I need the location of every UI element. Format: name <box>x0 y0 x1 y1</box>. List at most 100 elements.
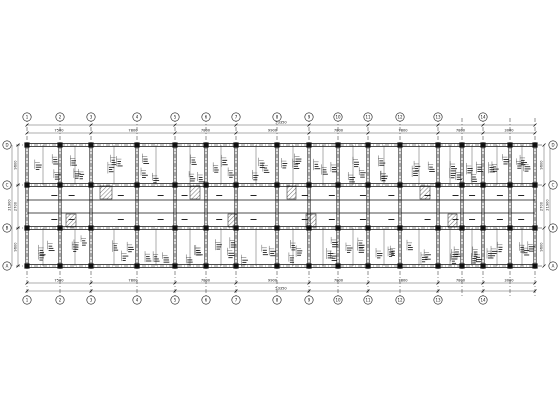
rebar-text <box>358 244 365 246</box>
beam-label <box>117 219 124 220</box>
rebar-text <box>314 168 321 170</box>
rebar-text <box>79 176 84 178</box>
rebar-text <box>190 178 196 180</box>
rebar-text <box>242 259 248 261</box>
rebar-text <box>143 163 150 164</box>
rebar-text <box>74 173 81 175</box>
rebar-text <box>327 255 332 257</box>
rebar-text <box>360 176 365 178</box>
rebar-text <box>331 255 337 257</box>
rebar-text <box>492 168 499 170</box>
rebar-text <box>413 175 419 177</box>
axis-label-top: 12 <box>397 114 403 119</box>
rebar-text <box>154 256 158 258</box>
axis-label-bottom: 6 <box>205 297 208 302</box>
rebar-text <box>517 163 524 165</box>
right-dimension-value: 9600 <box>540 242 544 252</box>
rebar-text <box>54 176 60 178</box>
hatched-opening <box>65 213 77 228</box>
dim-tick <box>542 264 546 268</box>
column <box>397 225 403 231</box>
rebar-text <box>346 251 351 253</box>
rebar-text <box>163 259 170 261</box>
axis-bubble-top <box>86 112 96 122</box>
axis-bubble-bottom <box>478 295 488 305</box>
dim-tick <box>481 289 485 293</box>
rebar-text <box>73 250 77 252</box>
rebar-text <box>322 169 327 171</box>
axis-label-top: 8 <box>276 114 279 119</box>
column <box>233 263 239 269</box>
rebar-text <box>71 162 76 164</box>
rebar-text <box>282 167 287 169</box>
axis-label-top: 3 <box>90 114 93 119</box>
rebar-text <box>113 249 119 251</box>
rebar-text <box>39 254 46 256</box>
rebar-text <box>282 163 288 164</box>
rebar-text <box>477 171 484 172</box>
column <box>172 182 178 188</box>
axis-bubble-bottom <box>231 295 241 305</box>
column <box>480 142 486 148</box>
rebar-text <box>327 257 334 259</box>
rebar-text <box>415 170 420 172</box>
top-dimension-value: 7800 <box>398 129 408 133</box>
rebar-text <box>153 180 160 182</box>
column <box>532 263 538 269</box>
rebar-text <box>524 252 528 254</box>
rebar-text <box>216 246 222 248</box>
rebar-text <box>143 160 148 162</box>
rebar-text <box>262 249 267 251</box>
axis-label-top: 14 <box>480 114 486 119</box>
rebar-text <box>154 258 159 260</box>
rebar-text <box>263 169 269 171</box>
rebar-text <box>425 256 429 258</box>
rebar-text <box>54 178 60 180</box>
rebar-text <box>452 258 457 260</box>
rebar-text <box>456 178 462 180</box>
rebar-text <box>293 163 299 165</box>
rebar-text <box>198 179 203 181</box>
dim-tick <box>16 226 20 230</box>
rebar-text <box>360 174 365 176</box>
rebar-text <box>429 166 433 168</box>
rebar-text <box>391 255 395 256</box>
dim-tick <box>89 131 93 135</box>
rebar-text <box>196 254 203 256</box>
bottom-dimension-value: 3000 <box>504 279 514 283</box>
axis-bubble-top <box>395 112 405 122</box>
rebar-text <box>520 249 525 251</box>
rebar-text <box>128 246 134 248</box>
axis-bubble-right <box>548 223 558 233</box>
axis-bubble-bottom <box>433 295 443 305</box>
column <box>24 263 30 269</box>
top-dimension-value: 7800 <box>128 129 138 133</box>
rebar-text <box>289 259 294 261</box>
rebar-text <box>214 171 219 173</box>
rebar-text <box>74 175 80 177</box>
rebar-text <box>429 171 435 172</box>
rebar-text <box>228 252 235 254</box>
rebar-text <box>228 254 235 256</box>
axis-bubble-top <box>22 112 32 122</box>
rebar-text <box>39 259 43 261</box>
beam-label <box>359 219 366 220</box>
rebar-text <box>216 244 222 246</box>
rebar-text <box>79 178 83 180</box>
rebar-text <box>429 168 435 170</box>
bottom-dimension-value: 7500 <box>54 279 64 283</box>
rebar-text <box>451 166 456 167</box>
beam-frame <box>24 142 538 269</box>
column <box>480 182 486 188</box>
rebar-text <box>190 180 195 182</box>
axis-label-bottom: 10 <box>335 297 341 302</box>
axis-label-top: 2 <box>59 114 62 119</box>
column <box>459 263 465 269</box>
rebar-text <box>382 177 386 179</box>
bottom-dimension-value: 7800 <box>201 279 211 283</box>
rebar-text <box>113 247 118 249</box>
bottom-dimension-value: 7800 <box>334 279 344 283</box>
column <box>335 263 341 269</box>
rebar-text <box>297 254 302 256</box>
rebar-text <box>128 249 134 250</box>
